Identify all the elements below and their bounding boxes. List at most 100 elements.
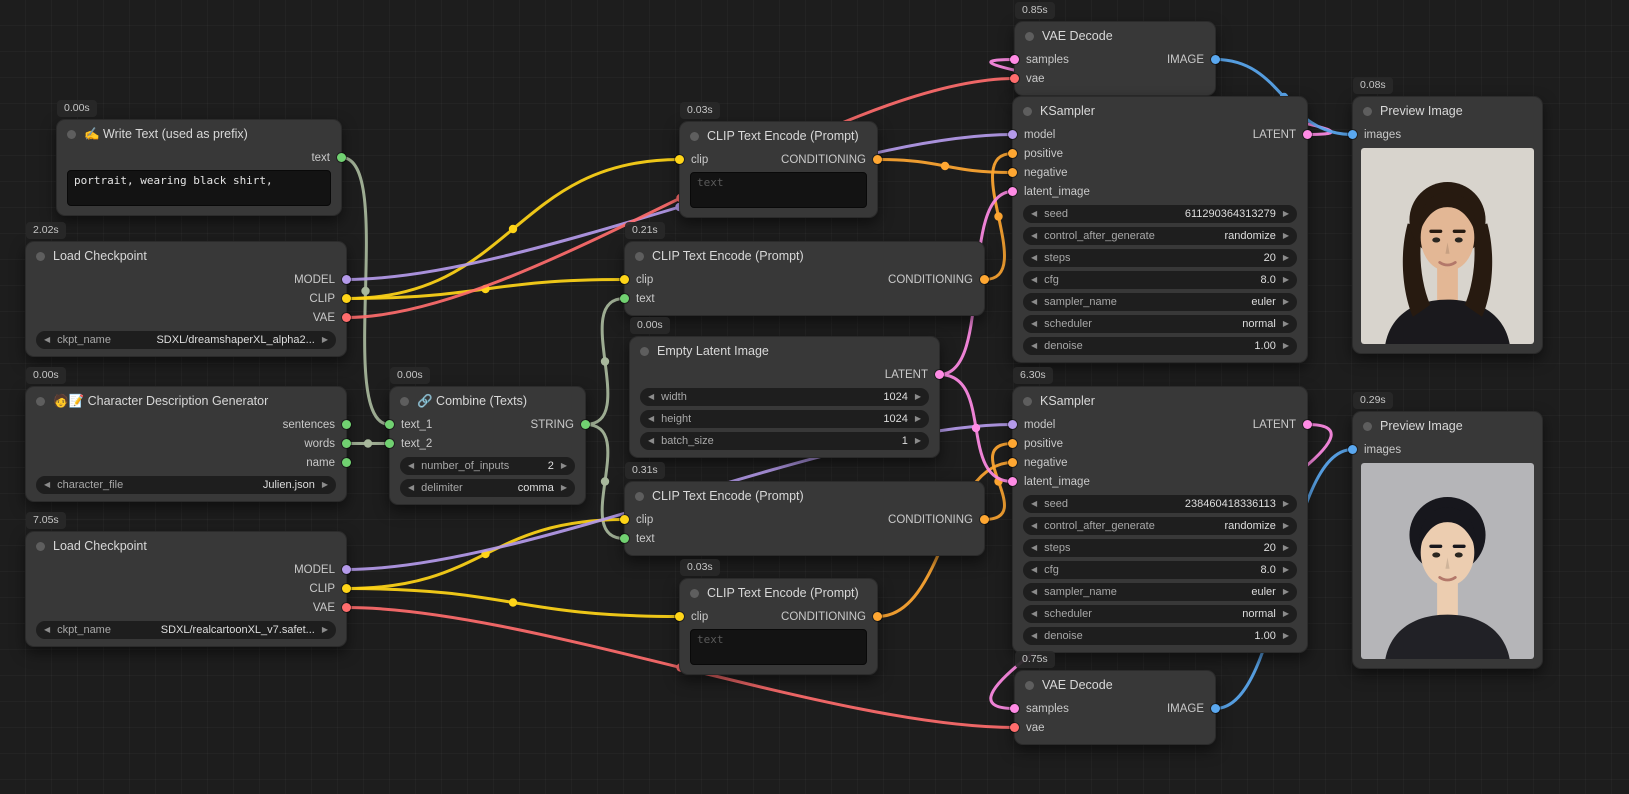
collapse-dot-icon[interactable] xyxy=(1023,106,1032,116)
decrement-arrow-icon[interactable]: ◀ xyxy=(44,625,51,634)
input-port-model-icon[interactable] xyxy=(1008,130,1017,139)
increment-arrow-icon[interactable]: ▶ xyxy=(1282,231,1289,240)
decrement-arrow-icon[interactable]: ◀ xyxy=(648,436,655,445)
output-port-VAE-icon[interactable] xyxy=(342,313,351,322)
decrement-arrow-icon[interactable]: ◀ xyxy=(408,461,415,470)
decrement-arrow-icon[interactable]: ◀ xyxy=(1031,275,1038,284)
input-port-samples-icon[interactable] xyxy=(1010,704,1019,713)
text-input[interactable]: text xyxy=(690,629,867,665)
input-port-negative-icon[interactable] xyxy=(1008,458,1017,467)
collapse-dot-icon[interactable] xyxy=(1025,680,1034,690)
increment-arrow-icon[interactable]: ▶ xyxy=(1282,565,1289,574)
collapse-dot-icon[interactable] xyxy=(635,491,644,501)
decrement-arrow-icon[interactable]: ◀ xyxy=(1031,253,1038,262)
collapse-dot-icon[interactable] xyxy=(400,396,409,406)
output-port-CONDITIONING-icon[interactable] xyxy=(873,155,882,164)
increment-arrow-icon[interactable]: ▶ xyxy=(1282,521,1289,530)
output-port-IMAGE-icon[interactable] xyxy=(1211,55,1220,64)
output-port-sentences-icon[interactable] xyxy=(342,420,351,429)
decrement-arrow-icon[interactable]: ◀ xyxy=(1031,587,1038,596)
collapse-dot-icon[interactable] xyxy=(36,251,45,261)
decrement-arrow-icon[interactable]: ◀ xyxy=(408,483,415,492)
input-port-text-icon[interactable] xyxy=(620,534,629,543)
text-input[interactable]: text xyxy=(690,172,867,208)
input-port-images-icon[interactable] xyxy=(1348,130,1357,139)
output-port-MODEL-icon[interactable] xyxy=(342,565,351,574)
input-port-clip-icon[interactable] xyxy=(620,515,629,524)
output-port-name-icon[interactable] xyxy=(342,458,351,467)
output-port-CONDITIONING-icon[interactable] xyxy=(980,515,989,524)
collapse-dot-icon[interactable] xyxy=(690,588,699,598)
decrement-arrow-icon[interactable]: ◀ xyxy=(1031,297,1038,306)
decrement-arrow-icon[interactable]: ◀ xyxy=(1031,631,1038,640)
input-port-clip-icon[interactable] xyxy=(620,275,629,284)
output-port-LATENT-icon[interactable] xyxy=(1303,130,1312,139)
increment-arrow-icon[interactable]: ▶ xyxy=(1282,253,1289,262)
output-port-CLIP-icon[interactable] xyxy=(342,294,351,303)
collapse-dot-icon[interactable] xyxy=(36,541,45,551)
input-port-samples-icon[interactable] xyxy=(1010,55,1019,64)
increment-arrow-icon[interactable]: ▶ xyxy=(560,483,567,492)
decrement-arrow-icon[interactable]: ◀ xyxy=(1031,565,1038,574)
increment-arrow-icon[interactable]: ▶ xyxy=(1282,499,1289,508)
collapse-dot-icon[interactable] xyxy=(635,251,644,261)
collapse-dot-icon[interactable] xyxy=(640,346,649,356)
increment-arrow-icon[interactable]: ▶ xyxy=(914,436,921,445)
output-port-words-icon[interactable] xyxy=(342,439,351,448)
output-port-IMAGE-icon[interactable] xyxy=(1211,704,1220,713)
collapse-dot-icon[interactable] xyxy=(1363,421,1372,431)
increment-arrow-icon[interactable]: ▶ xyxy=(321,625,328,634)
collapse-dot-icon[interactable] xyxy=(690,131,699,141)
collapse-dot-icon[interactable] xyxy=(67,129,76,139)
collapse-dot-icon[interactable] xyxy=(36,396,45,406)
decrement-arrow-icon[interactable]: ◀ xyxy=(44,335,51,344)
increment-arrow-icon[interactable]: ▶ xyxy=(1282,319,1289,328)
decrement-arrow-icon[interactable]: ◀ xyxy=(1031,209,1038,218)
collapse-dot-icon[interactable] xyxy=(1025,31,1034,41)
input-port-text_2-icon[interactable] xyxy=(385,439,394,448)
increment-arrow-icon[interactable]: ▶ xyxy=(1282,609,1289,618)
decrement-arrow-icon[interactable]: ◀ xyxy=(648,392,655,401)
increment-arrow-icon[interactable]: ▶ xyxy=(1282,275,1289,284)
input-port-vae-icon[interactable] xyxy=(1010,74,1019,83)
input-port-latent_image-icon[interactable] xyxy=(1008,187,1017,196)
decrement-arrow-icon[interactable]: ◀ xyxy=(44,480,51,489)
input-port-positive-icon[interactable] xyxy=(1008,439,1017,448)
input-port-negative-icon[interactable] xyxy=(1008,168,1017,177)
increment-arrow-icon[interactable]: ▶ xyxy=(1282,587,1289,596)
input-port-clip-icon[interactable] xyxy=(675,155,684,164)
output-port-MODEL-icon[interactable] xyxy=(342,275,351,284)
decrement-arrow-icon[interactable]: ◀ xyxy=(1031,521,1038,530)
input-port-text_1-icon[interactable] xyxy=(385,420,394,429)
output-port-LATENT-icon[interactable] xyxy=(935,370,944,379)
collapse-dot-icon[interactable] xyxy=(1363,106,1372,116)
increment-arrow-icon[interactable]: ▶ xyxy=(914,414,921,423)
output-port-CONDITIONING-icon[interactable] xyxy=(980,275,989,284)
